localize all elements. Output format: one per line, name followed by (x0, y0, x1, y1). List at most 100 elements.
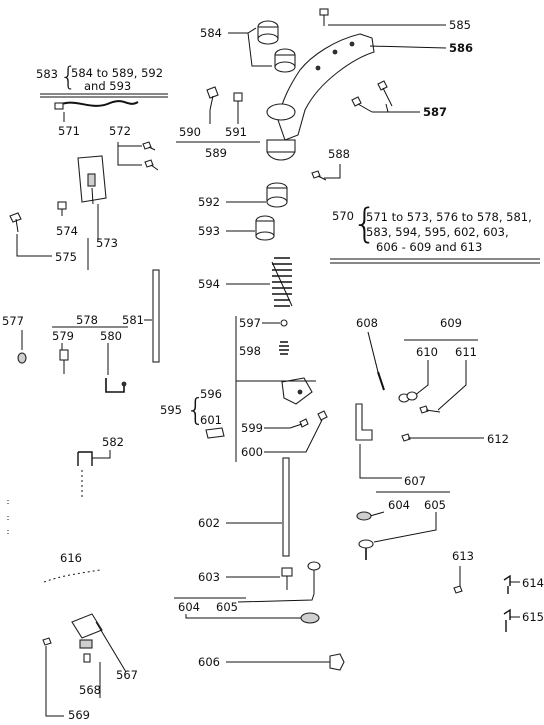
callout-596: 596 (200, 387, 222, 401)
part-594-spring (271, 257, 293, 307)
part-574-nut (57, 201, 67, 216)
part-604-nut-right (356, 511, 372, 521)
callout-568: 568 (79, 683, 101, 697)
callout-597: 597 (239, 316, 261, 330)
callout-600: 600 (241, 445, 263, 459)
callout-608: 608 (356, 316, 378, 330)
part-596-block (281, 377, 313, 405)
callout-605-right: 605 (424, 498, 446, 512)
callout-580: 580 (100, 329, 122, 343)
callout-598: 598 (239, 344, 261, 358)
brace-583: { (60, 62, 77, 92)
part-608-pin (377, 371, 385, 391)
group-570-line1: 571 to 573, 576 to 578, 581, (366, 210, 532, 224)
part-600-screw (307, 410, 328, 449)
callout-595: 595 (160, 403, 182, 417)
part-582-bracket (77, 451, 93, 498)
callout-569: 569 (68, 708, 90, 722)
part-606-bolt (226, 653, 345, 671)
callout-588: 588 (328, 147, 350, 161)
callout-612: 612 (487, 432, 509, 446)
callout-567: 567 (116, 668, 138, 682)
part-572-screws (142, 141, 159, 171)
part-575-screw (9, 212, 22, 233)
callout-609: 609 (440, 316, 462, 330)
callout-572: 572 (109, 124, 131, 138)
callout-611: 611 (455, 345, 477, 359)
part-598-spring (279, 341, 289, 355)
callout-583: 583 (36, 67, 58, 81)
part-614-clip (503, 574, 511, 594)
callout-603: 603 (198, 570, 220, 584)
part-603-bolts (281, 561, 321, 594)
part-587-bolts (351, 80, 393, 113)
part-588-screw (311, 170, 327, 181)
callout-592: 592 (198, 195, 220, 209)
part-615-clip (503, 608, 511, 632)
callout-591: 591 (225, 125, 247, 139)
part-599-screw (289, 418, 309, 429)
part-607-plate (355, 403, 373, 441)
callout-578: 578 (76, 313, 98, 327)
part-605-bolt-right (358, 539, 374, 560)
part-567-block (71, 613, 103, 649)
callout-610: 610 (416, 345, 438, 359)
part-584-bushings (257, 20, 296, 73)
callout-605-center: 605 (216, 600, 238, 614)
brace-570: { (352, 201, 377, 247)
callout-604-center: 604 (178, 600, 200, 614)
part-590-591 (206, 86, 243, 111)
callout-574: 574 (56, 224, 78, 238)
callout-590: 590 (179, 125, 201, 139)
callout-582: 582 (102, 435, 124, 449)
part-613-screw (453, 566, 463, 594)
callout-602: 602 (198, 516, 220, 530)
group-583-line2: and 593 (84, 79, 131, 93)
part-569-screw (42, 637, 52, 660)
part-573-bracket (77, 155, 107, 205)
callout-579: 579 (52, 329, 74, 343)
part-586-arm (266, 33, 375, 161)
part-610-screws (398, 391, 418, 403)
callout-584: 584 (200, 26, 222, 40)
part-579-pin (59, 349, 69, 374)
callout-606: 606 (198, 655, 220, 669)
part-580-clip (105, 378, 127, 393)
part-581-rod (152, 269, 160, 363)
callout-571: 571 (58, 124, 80, 138)
part-604-washer (300, 612, 320, 624)
callout-601: 601 (200, 413, 222, 427)
callout-589: 589 (205, 146, 227, 160)
part-616-wire (43, 569, 101, 583)
group-570-header: 570 { 571 to 573, 576 to 578, 581, 583, … (330, 201, 540, 264)
callout-577: 577 (2, 314, 24, 328)
callout-573: 573 (96, 236, 118, 250)
brace-595: { (186, 393, 205, 428)
callout-585: 585 (449, 18, 471, 32)
callout-599: 599 (241, 421, 263, 435)
part-571-rod (54, 100, 139, 110)
callout-593: 593 (198, 224, 220, 238)
part-592-bushing (266, 182, 288, 208)
part-612-screw (401, 433, 430, 442)
callout-587: 587 (423, 105, 447, 119)
callout-604-right: 604 (388, 498, 410, 512)
group-570-line2: 583, 594, 595, 602, 603, (366, 225, 509, 239)
callout-586: 586 (449, 41, 473, 55)
callout-616: 616 (60, 551, 82, 565)
callout-613: 613 (452, 549, 474, 563)
group-583-line1: 584 to 589, 592 (71, 66, 163, 80)
part-597-ball (280, 319, 288, 327)
part-585-screw (319, 8, 329, 26)
callout-615: 615 (522, 610, 544, 624)
part-568-pin (83, 653, 91, 663)
part-611-bolt (419, 405, 441, 414)
callout-594: 594 (198, 277, 220, 291)
part-601-plate (205, 427, 225, 439)
callout-575: 575 (55, 250, 77, 264)
group-570-line3: 606 - 609 and 613 (376, 240, 482, 254)
callout-614: 614 (522, 576, 544, 590)
callout-570: 570 (332, 209, 354, 223)
part-577-screw (17, 330, 27, 364)
